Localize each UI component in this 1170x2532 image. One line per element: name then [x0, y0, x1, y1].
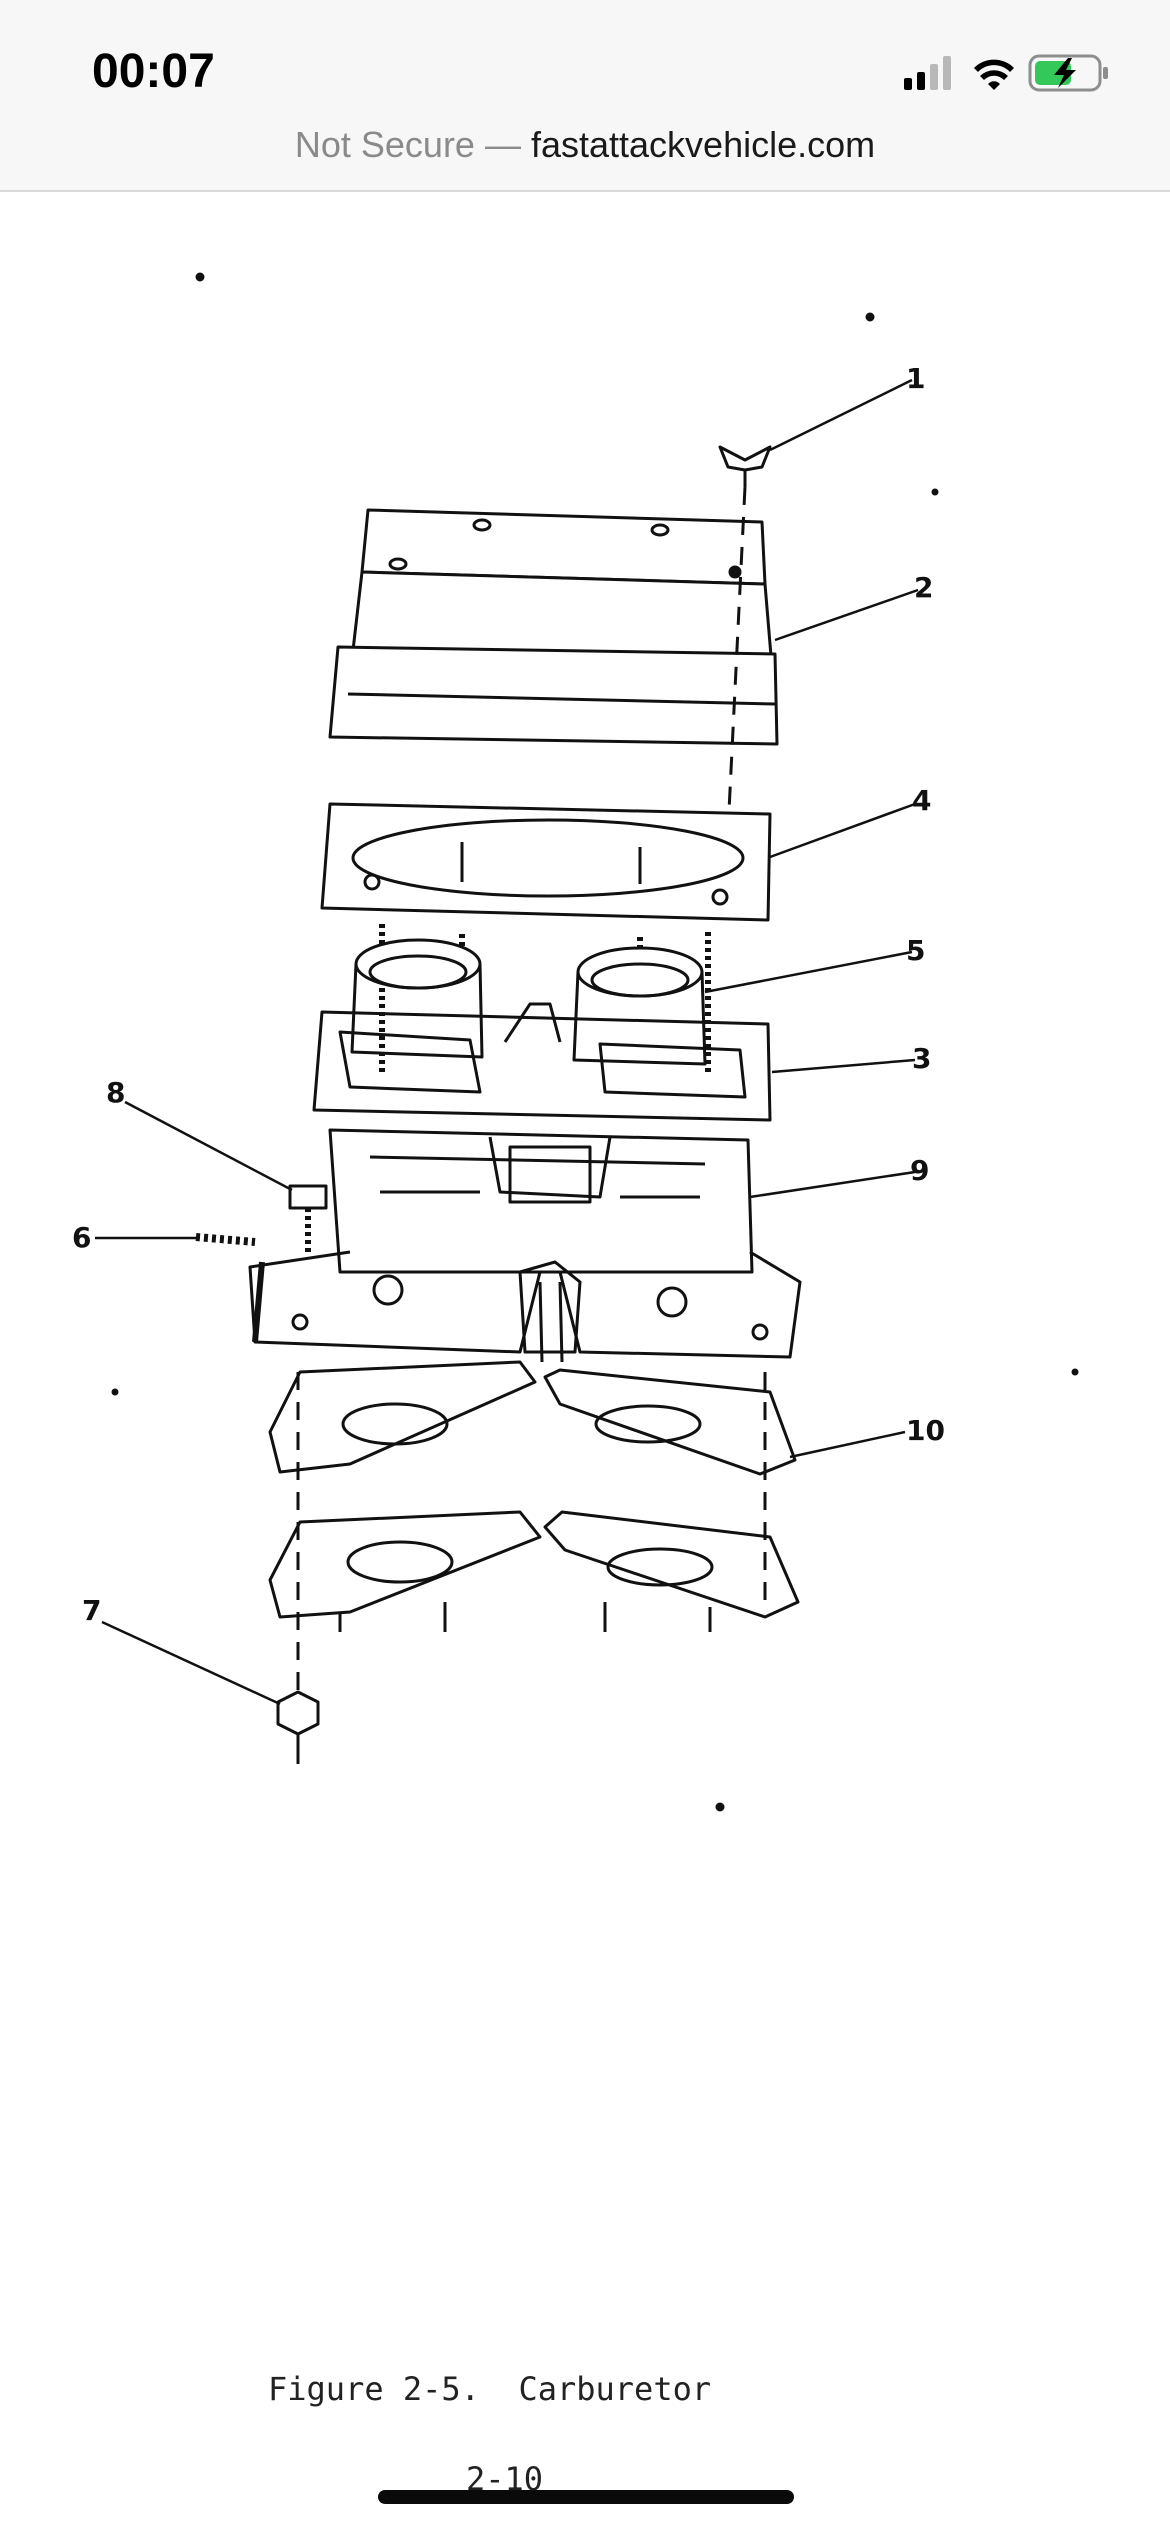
clock-time: 00:07: [92, 45, 215, 98]
callout-4: 4: [912, 784, 931, 817]
flange-plate-part: [312, 1002, 772, 1122]
fitting-part: [195, 1233, 256, 1246]
cellular-signal-icon: [904, 56, 951, 90]
carburetor-exploded-diagram: 1 2 4 5 3 9 8 6 10 7: [72, 272, 1079, 1812]
callout-3: 3: [912, 1042, 931, 1075]
address-bar[interactable]: Not Secure — fastattackvehicle.com: [0, 124, 1170, 166]
battery-charging-icon: [1028, 54, 1108, 92]
figure-caption: Figure 2-5. Carburetor: [268, 2370, 712, 2408]
url-domain: fastattackvehicle.com: [530, 124, 876, 165]
wing-nut-part: [718, 445, 772, 487]
security-label: Not Secure —: [294, 124, 521, 165]
page-content: 1 2 4 5 3 9 8 6 10 7 Figure 2-5. Carbure…: [0, 192, 1170, 2532]
air-cleaner-cover-part: [328, 508, 779, 746]
callout-8: 8: [106, 1076, 125, 1109]
studs-part: [350, 924, 711, 1074]
browser-status-bar: 00:07 Not Secure — fastattackvehicle.com: [0, 0, 1170, 192]
callout-5: 5: [906, 934, 925, 967]
upper-gasket-part: [268, 1360, 797, 1476]
lower-gasket-part: [268, 1510, 800, 1632]
wifi-icon: [974, 59, 1014, 90]
callout-6: 6: [72, 1221, 91, 1254]
callout-10: 10: [906, 1414, 945, 1447]
gasket-plate-part: [320, 802, 772, 922]
callout-2: 2: [914, 571, 933, 604]
callout-7: 7: [82, 1594, 101, 1627]
home-indicator[interactable]: [378, 2490, 794, 2504]
callout-9: 9: [910, 1154, 929, 1187]
callout-1: 1: [906, 362, 925, 395]
carburetor-body-part: [248, 1128, 802, 1363]
status-icons: [904, 54, 1108, 92]
hex-nut-part: [276, 1690, 320, 1764]
screw-part: [288, 1184, 328, 1254]
